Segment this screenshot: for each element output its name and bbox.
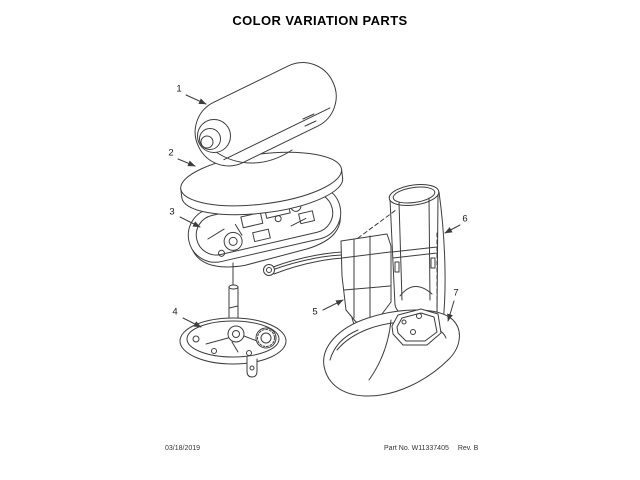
footer-part-number: Part No. W11337405: [384, 445, 449, 452]
page-title: COLOR VARIATION PARTS: [232, 13, 408, 28]
part-label-6: 6: [462, 213, 468, 225]
part-label-4: 4: [172, 306, 178, 318]
part-label-3: 3: [169, 206, 175, 218]
part-7-base: [323, 308, 460, 397]
part-4-planetary-assembly: [179, 284, 287, 378]
footer-date: 03/18/2019: [165, 445, 201, 452]
part-label-2: 2: [168, 147, 174, 159]
footer-revision: Rev. B: [457, 445, 479, 452]
footer-part-info: Part No. W11337405 Rev. B: [384, 445, 478, 452]
part-label-7: 7: [453, 287, 459, 299]
leader-arrows: [177, 94, 461, 328]
part-label-5: 5: [312, 306, 318, 318]
assembly-alignment-lines: [357, 209, 438, 317]
part-2-trim-band: [180, 151, 344, 216]
part-6-pedestal-column: [388, 184, 446, 324]
part-label-1: 1: [176, 83, 182, 95]
part-1-motor-head-cover: [194, 62, 337, 167]
